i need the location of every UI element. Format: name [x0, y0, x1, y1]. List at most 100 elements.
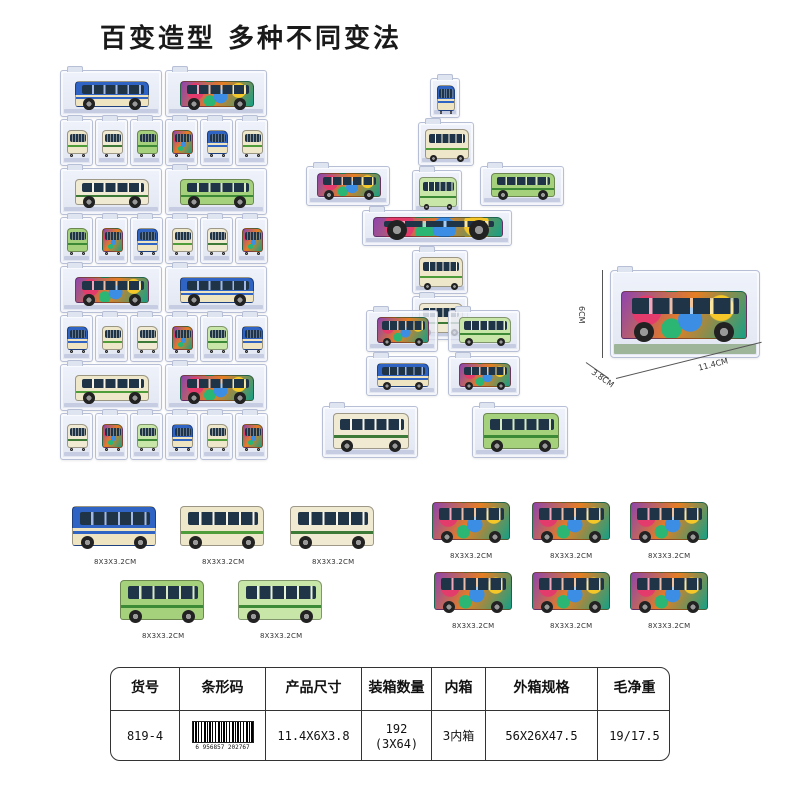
robot-bus	[377, 317, 429, 346]
tower-bus-front	[67, 228, 88, 255]
robot-box-small	[430, 74, 460, 118]
plain-bus-size-label: 8X3X3.2CM	[94, 558, 137, 566]
graffiti-bus-3	[630, 502, 708, 543]
tower-box-small	[165, 213, 198, 264]
tower-box-wide	[60, 360, 162, 411]
tower-bus-front	[102, 424, 123, 451]
tower-bus	[180, 81, 254, 110]
robot-bus	[491, 173, 555, 200]
tower-box-wide	[165, 262, 267, 313]
length-dimension-label: 11.4CM	[697, 356, 729, 373]
plain-bus-2	[180, 506, 264, 549]
height-dimension-label: 6CM	[577, 306, 586, 324]
tower-box-small	[60, 115, 93, 166]
tower-box-small	[95, 213, 128, 264]
robot-box-small	[418, 118, 474, 166]
robot-bus	[419, 177, 457, 210]
tower-box-small	[60, 311, 93, 362]
header-inner-box: 内箱	[431, 668, 485, 710]
tower-bus	[75, 179, 149, 208]
graffiti-bus-6	[630, 572, 708, 613]
stacked-tower-display	[60, 66, 270, 462]
graffiti-bus-in-box	[621, 291, 747, 342]
robot-box-wide	[366, 306, 438, 352]
graffiti-bus-size-label: 8X3X3.2CM	[450, 552, 493, 560]
tower-box-wide	[165, 360, 267, 411]
graffiti-bus-size-label: 8X3X3.2CM	[550, 552, 593, 560]
tower-box-small	[95, 115, 128, 166]
graffiti-bus-size-label: 8X3X3.2CM	[550, 622, 593, 630]
value-outer-box: 56X26X47.5	[485, 711, 597, 760]
robot-box-wide	[448, 306, 520, 352]
single-display-box	[610, 266, 760, 358]
tower-box-small	[95, 409, 128, 460]
header-weight: 毛净重	[597, 668, 669, 710]
height-dimension-line	[602, 270, 603, 358]
plain-bus-size-label: 8X3X3.2CM	[260, 632, 303, 640]
value-inner-box: 3内箱	[431, 711, 485, 760]
tower-bus-front	[207, 424, 228, 451]
robot-bus	[419, 257, 463, 290]
plain-bus-5	[238, 580, 322, 623]
tower-box-small	[235, 311, 268, 362]
tower-box-small	[235, 115, 268, 166]
value-item-no: 819-4	[126, 729, 164, 743]
tower-box-wide	[165, 66, 267, 117]
robot-bus	[317, 173, 381, 200]
tower-bus-front	[172, 228, 193, 255]
plain-bus-size-label: 8X3X3.2CM	[142, 632, 185, 640]
graffiti-bus-1	[432, 502, 510, 543]
value-packing-qty-total: 192	[385, 721, 408, 736]
tower-box-small	[95, 311, 128, 362]
robot-box-wide	[306, 162, 390, 206]
tower-box-small	[200, 115, 233, 166]
robot-box-wide	[480, 162, 564, 206]
graffiti-bus-size-label: 8X3X3.2CM	[452, 622, 495, 630]
value-barcode: 6 956857 202767	[179, 711, 265, 760]
robot-shape-display	[300, 70, 570, 462]
tower-bus-front	[207, 228, 228, 255]
robot-bus	[459, 363, 511, 390]
tower-box-small	[235, 409, 268, 460]
plain-bus-size-label: 8X3X3.2CM	[202, 558, 245, 566]
robot-box-wide	[448, 352, 520, 396]
header-barcode: 条形码	[179, 668, 265, 710]
tower-bus-front	[242, 130, 263, 157]
tower-box-small	[60, 213, 93, 264]
graffiti-bus-5	[532, 572, 610, 613]
tower-bus-front	[102, 326, 123, 353]
tower-bus	[180, 375, 254, 404]
page-title: 百变造型 多种不同变法	[100, 24, 403, 54]
tower-box-wide	[60, 66, 162, 117]
spec-table-value-row: 819-4 6 956857 202767 11.4X6X3.8 192 (3X…	[111, 710, 669, 760]
header-product-size: 产品尺寸	[265, 668, 361, 710]
tower-bus-front	[102, 228, 123, 255]
depth-dimension-label: 3.8CM	[589, 367, 616, 390]
tower-bus-front	[67, 130, 88, 157]
tower-box-small	[200, 311, 233, 362]
tower-box-small	[235, 213, 268, 264]
spec-table: 货号 条形码 产品尺寸 装箱数量 内箱 外箱规格 毛净重 819-4 6 956…	[110, 667, 670, 761]
tower-bus-front	[242, 326, 263, 353]
header-item-no: 货号	[131, 680, 159, 697]
header-packing-qty: 装箱数量	[361, 668, 431, 710]
tower-bus-front	[242, 228, 263, 255]
robot-box-small	[412, 246, 468, 294]
value-product-size: 11.4X6X3.8	[265, 711, 361, 760]
value-weight: 19/17.5	[597, 711, 669, 760]
tower-bus	[75, 375, 149, 404]
barcode-image	[191, 721, 254, 744]
tower-bus-front	[67, 326, 88, 353]
tower-bus-front	[172, 424, 193, 451]
spec-table-header-row: 货号 条形码 产品尺寸 装箱数量 内箱 外箱规格 毛净重	[111, 668, 669, 710]
barcode-number: 6 956857 202767	[195, 744, 250, 752]
graffiti-bus-size-label: 8X3X3.2CM	[648, 622, 691, 630]
tower-bus	[75, 81, 149, 110]
robot-bus	[377, 363, 429, 390]
tower-box-small	[200, 409, 233, 460]
tower-bus-front	[242, 424, 263, 451]
plain-bus-3	[290, 506, 374, 549]
robot-box-wide	[322, 402, 418, 458]
plain-bus-4	[120, 580, 204, 623]
tower-bus-front	[102, 130, 123, 157]
